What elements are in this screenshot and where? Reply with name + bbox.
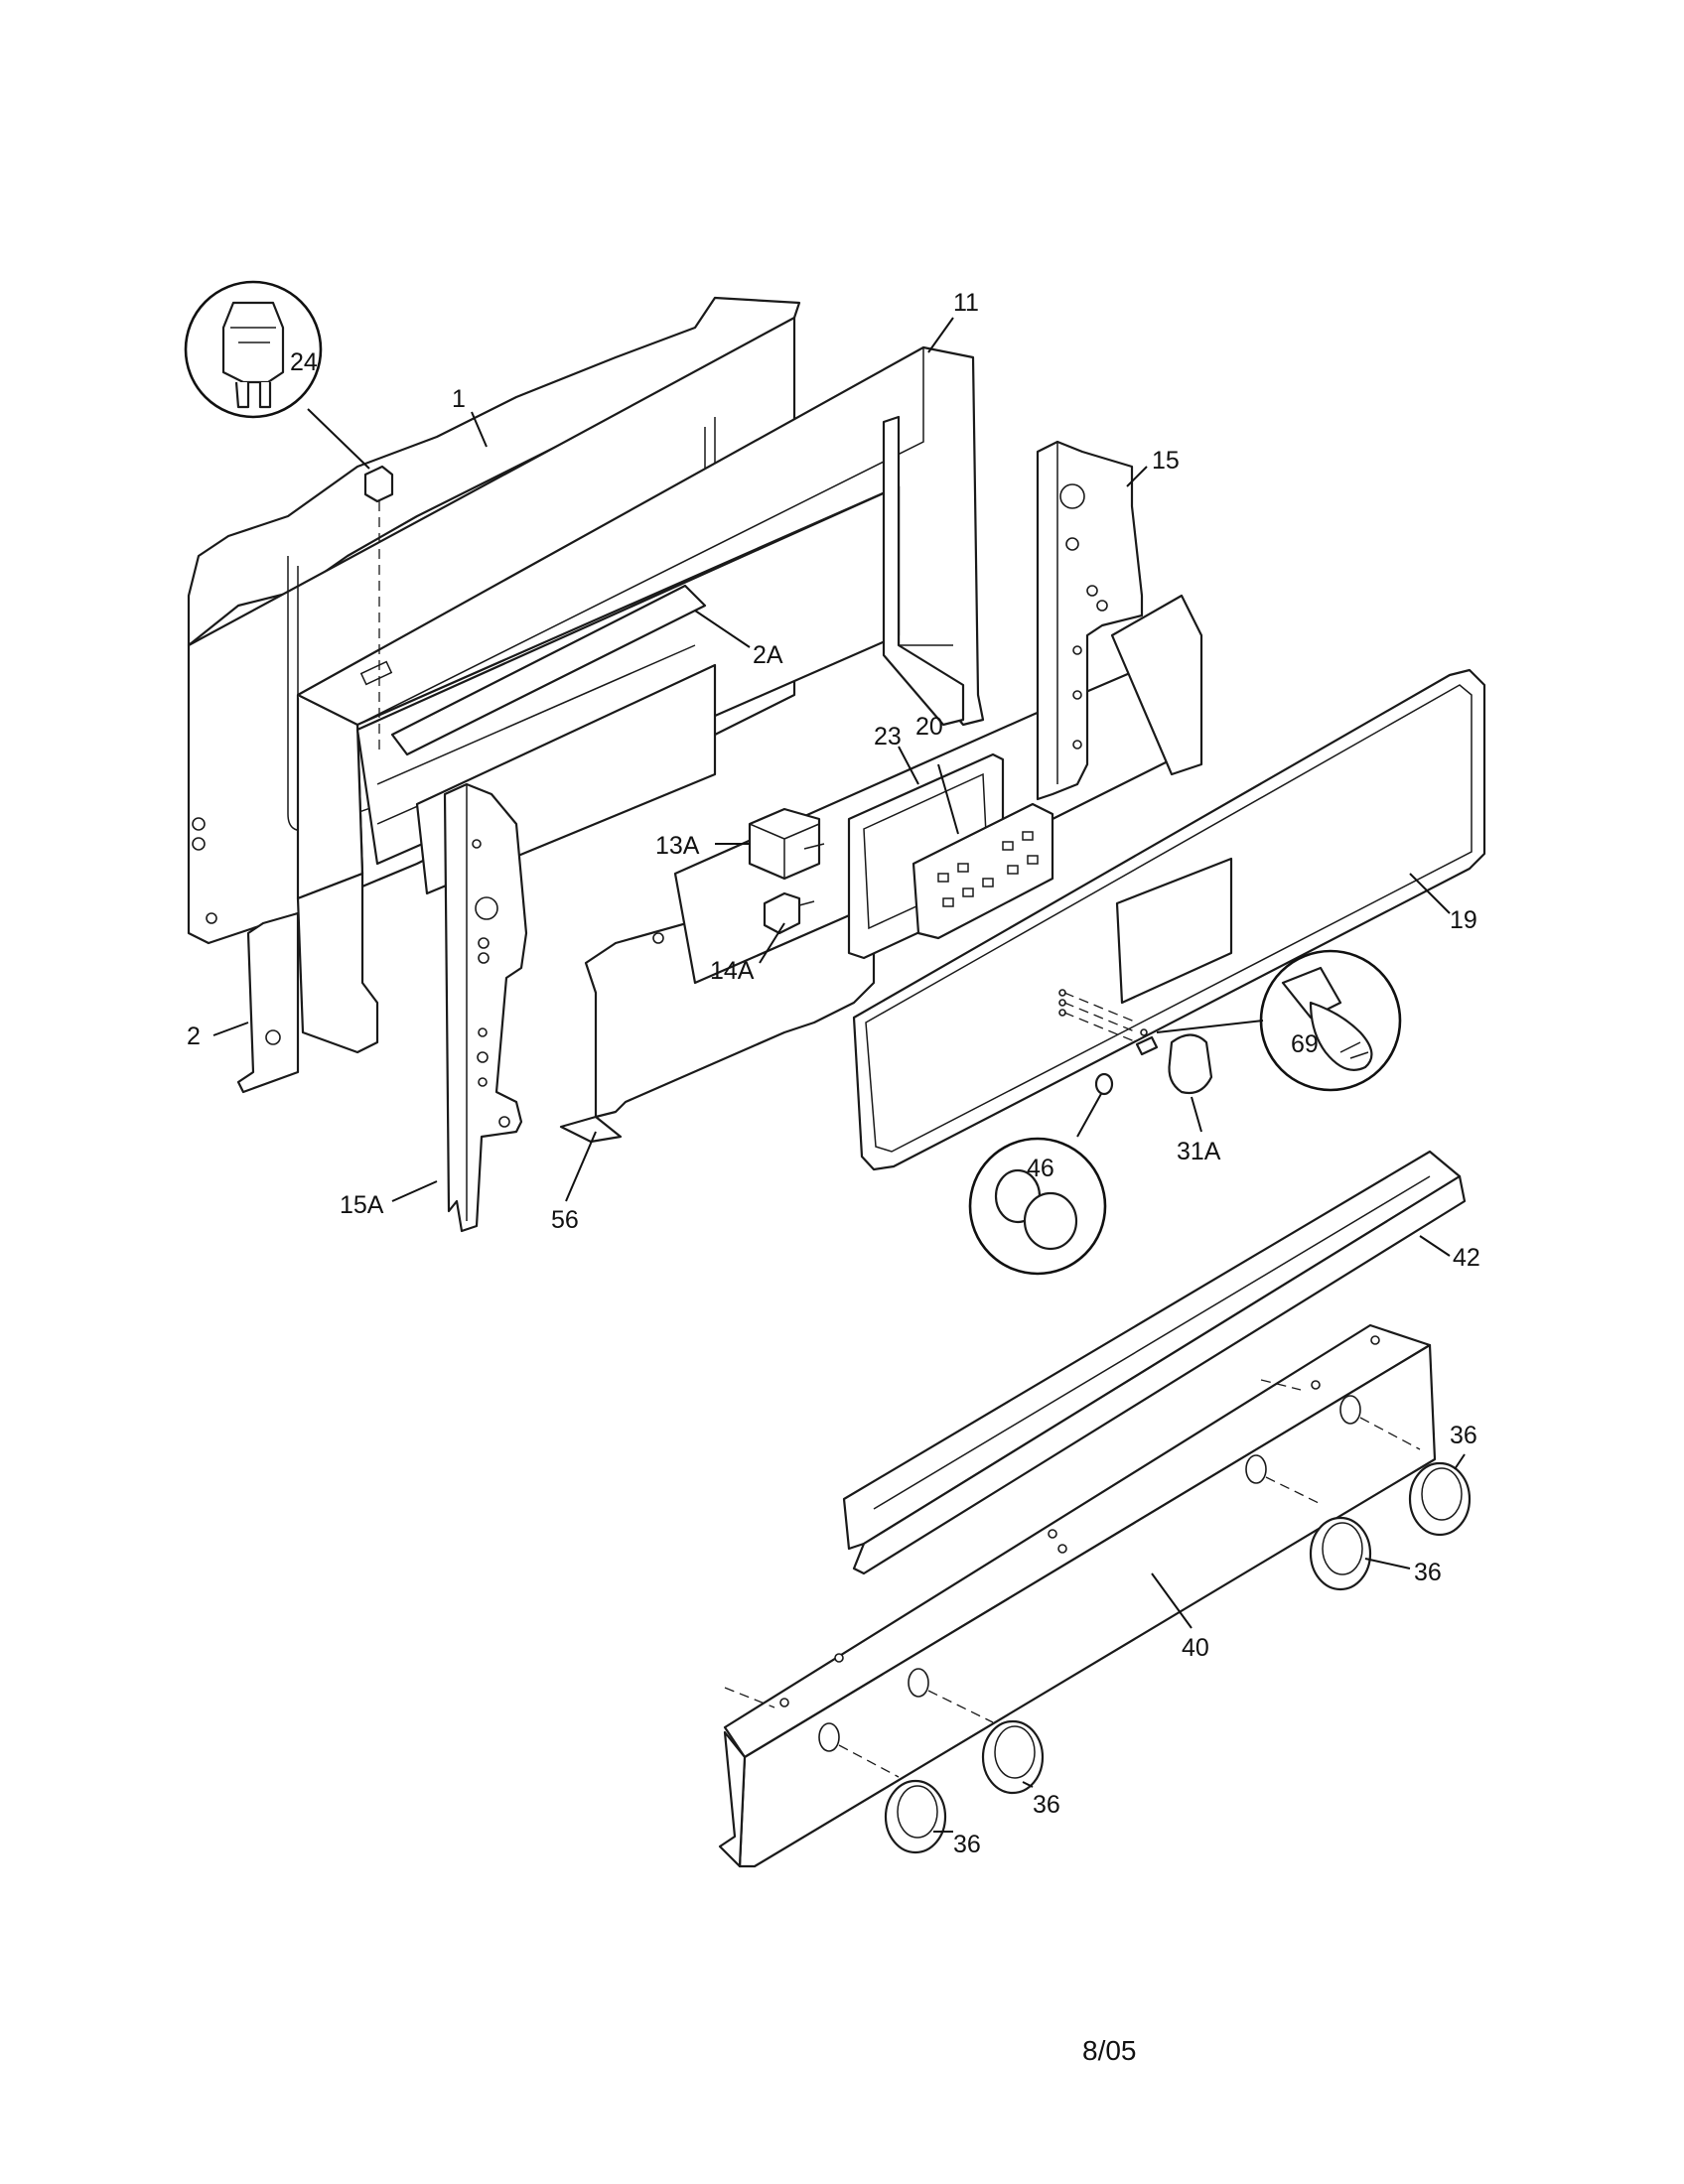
part-15-right-bracket — [1036, 440, 1144, 801]
part-31A-knob — [1168, 1033, 1213, 1095]
knob-36-b — [1309, 1516, 1372, 1591]
label-69: 69 — [1291, 1030, 1319, 1058]
label-2A: 2A — [753, 641, 783, 669]
label-42: 42 — [1453, 1244, 1480, 1272]
label-20: 20 — [915, 713, 943, 741]
label-2: 2 — [187, 1023, 201, 1050]
part-2-lower-rear-plate — [236, 911, 300, 1094]
label-1: 1 — [452, 385, 466, 413]
label-56: 56 — [551, 1206, 579, 1234]
label-36-a: 36 — [1450, 1422, 1477, 1449]
label-13A: 13A — [655, 832, 700, 860]
part-46-knob-callout — [968, 1072, 1114, 1276]
knob-36-a — [1408, 1461, 1472, 1537]
part-14A-switch — [763, 891, 815, 935]
part-69-screw-callout — [1135, 949, 1402, 1092]
part-36-knobs — [838, 1417, 1472, 1854]
part-19-front-control-panel — [852, 668, 1486, 1171]
part-labels: 24 1 11 15 2A 23 20 13A 14A 19 2 69 31A … — [187, 289, 1480, 1858]
label-15A: 15A — [340, 1191, 384, 1219]
part-20-clock-board — [912, 802, 1054, 940]
part-24-rocker-switch-callout — [184, 280, 394, 754]
label-36-b: 36 — [1414, 1559, 1442, 1586]
label-46: 46 — [1027, 1155, 1054, 1182]
label-11: 11 — [953, 289, 979, 317]
label-14A: 14A — [710, 957, 755, 985]
part-40-backguard — [718, 1323, 1437, 1868]
label-36-c: 36 — [1033, 1791, 1060, 1819]
part-13A-switch — [748, 807, 825, 881]
label-19: 19 — [1450, 906, 1477, 934]
part-42-angle-trim — [842, 1150, 1467, 1575]
part-15A-left-bracket — [443, 782, 528, 1233]
label-15: 15 — [1152, 447, 1180, 475]
label-36-d: 36 — [953, 1831, 981, 1858]
label-24: 24 — [290, 348, 318, 376]
leader-lines — [212, 317, 1466, 1833]
label-31A: 31A — [1177, 1138, 1221, 1165]
footer-date: 8/05 — [1082, 2035, 1137, 2066]
knob-36-c — [981, 1719, 1045, 1795]
label-40: 40 — [1182, 1634, 1209, 1662]
label-23: 23 — [874, 723, 902, 751]
knob-36-d — [884, 1779, 947, 1854]
